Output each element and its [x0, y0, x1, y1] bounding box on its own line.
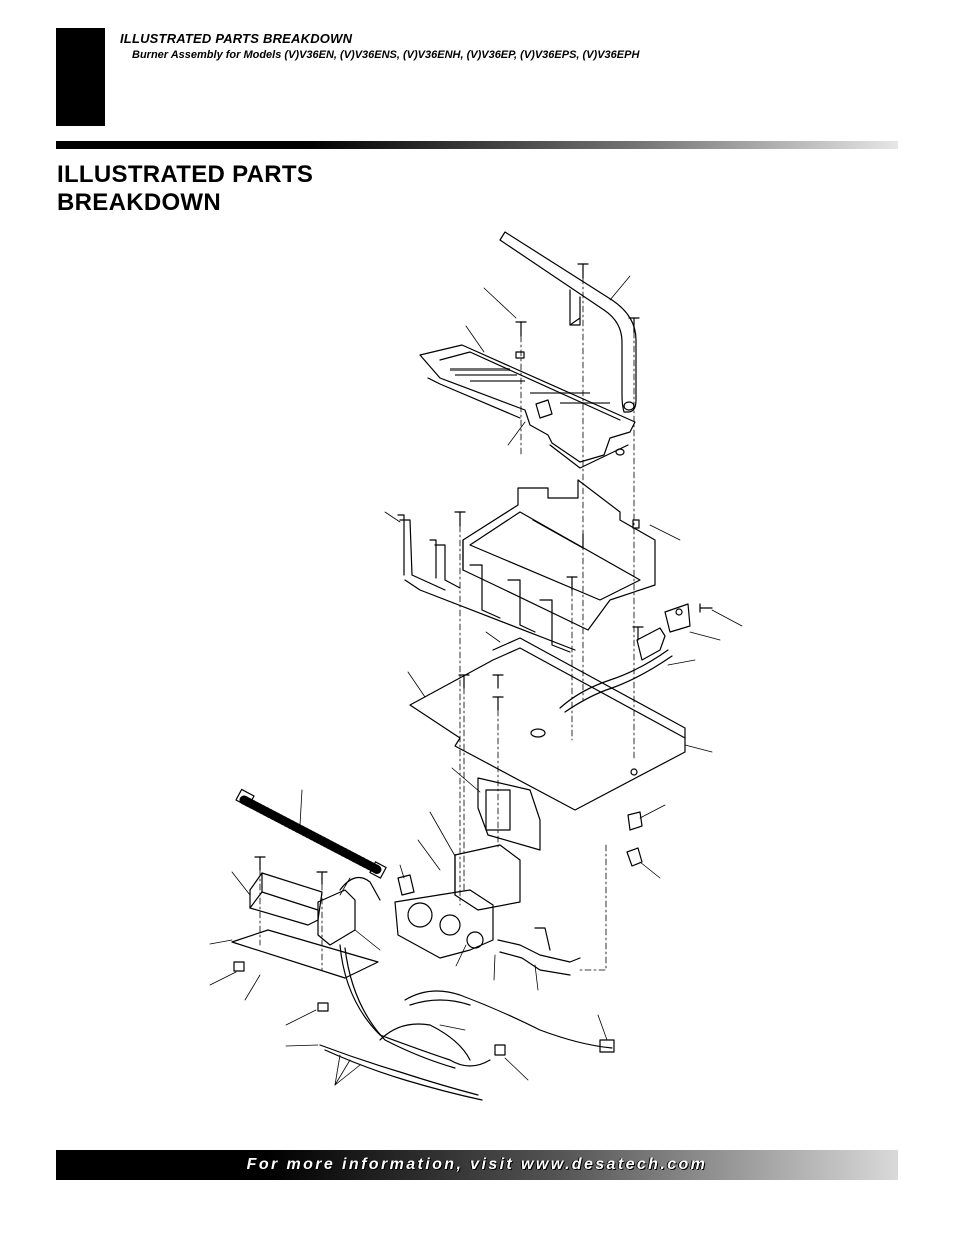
header-title: ILLUSTRATED PARTS BREAKDOWN: [120, 31, 353, 46]
flex-gas-line: [235, 788, 387, 879]
callout-leaders: [209, 275, 743, 1086]
log-supports: [397, 514, 576, 653]
footer-link-text[interactable]: For more information, visit www.desatech…: [246, 1156, 708, 1173]
page-heading-line1: ILLUSTRATED PARTS: [57, 161, 314, 188]
section-tab: [56, 28, 105, 126]
fittings: [397, 811, 643, 896]
burner-base-pan: [409, 637, 686, 811]
screw-icon: [254, 263, 713, 885]
switch-bracket: [636, 603, 691, 661]
footer-bar: For more information, visit www.desatech…: [56, 1150, 898, 1180]
gas-valve: [394, 889, 581, 976]
wiring-harness: [233, 944, 615, 1101]
burner-box: [462, 479, 656, 631]
top-ember-tray: [419, 344, 636, 469]
ember-tray-stipple: [450, 368, 610, 404]
page-heading: ILLUSTRATED PARTS BREAKDOWN: [57, 161, 313, 217]
page-heading-line2: BREAKDOWN: [57, 189, 222, 216]
alignment-lines: [259, 277, 635, 971]
control-module: [231, 872, 381, 979]
header-subtitle: Burner Assembly for Models (V)V36EN, (V)…: [132, 49, 640, 61]
header-rule: [56, 141, 898, 149]
